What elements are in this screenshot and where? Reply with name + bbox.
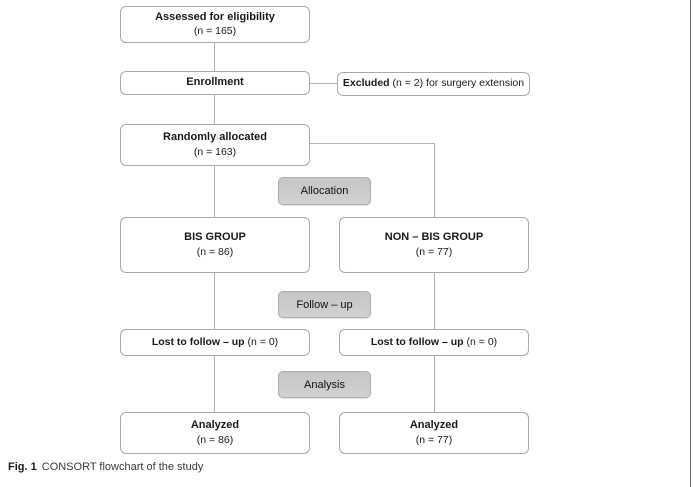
flow-box-assessed: Assessed for eligibility (n = 165) [120, 6, 310, 43]
stage-label-followup: Follow – up [278, 291, 371, 318]
lost-left-text-rest: (n = 0) [244, 335, 279, 348]
assessed-count: (n = 165) [193, 25, 237, 38]
analyzed-right-count: (n = 77) [415, 433, 453, 446]
lost-left-text-bold: Lost to follow – up [151, 335, 245, 348]
bis-group-count: (n = 86) [196, 245, 234, 258]
excluded-text: Excluded (n = 2) for surgery extension [343, 77, 524, 90]
excluded-text-rest: (n = 2) for surgery extension [389, 77, 525, 90]
connector-randomized-to-bis [214, 166, 215, 217]
analyzed-left-title: Analyzed [190, 419, 240, 432]
flow-box-excluded: Excluded (n = 2) for surgery extension [337, 72, 530, 96]
analyzed-left-count: (n = 86) [196, 433, 234, 446]
flow-box-lost-left: Lost to follow – up (n = 0) [120, 329, 310, 356]
assessed-title: Assessed for eligibility [155, 10, 275, 23]
connector-nonbis-to-lost-right [434, 273, 435, 329]
figure-caption: Fig. 1 CONSORT flowchart of the study [8, 461, 203, 473]
connector-lost-right-to-analyzed-right [434, 356, 435, 412]
randomized-title: Randomly allocated [163, 131, 267, 144]
connector-randomized-to-nonbis [434, 143, 435, 217]
connector-assessed-to-enrollment [214, 43, 215, 71]
flow-box-non-bis-group: NON – BIS GROUP (n = 77) [339, 217, 529, 273]
flow-box-enrollment: Enrollment [120, 71, 310, 95]
stage-label-analysis: Analysis [278, 371, 371, 398]
excluded-text-bold: Excluded [342, 77, 390, 90]
enrollment-title: Enrollment [186, 76, 244, 89]
lost-right-text-bold: Lost to follow – up [370, 335, 464, 348]
analyzed-right-title: Analyzed [409, 419, 459, 432]
non-bis-group-title: NON – BIS GROUP [384, 231, 484, 244]
flow-box-lost-right: Lost to follow – up (n = 0) [339, 329, 529, 356]
lost-right-text-rest: (n = 0) [463, 335, 498, 348]
flow-box-bis-group: BIS GROUP (n = 86) [120, 217, 310, 273]
connector-randomized-branch-horizontal [310, 143, 434, 144]
connector-lost-left-to-analyzed-left [214, 356, 215, 412]
bis-group-title: BIS GROUP [184, 231, 246, 244]
connector-bis-to-lost-left [214, 273, 215, 329]
figure-caption-text: CONSORT flowchart of the study [41, 461, 204, 473]
flow-box-analyzed-left: Analyzed (n = 86) [120, 412, 310, 454]
figure-caption-label: Fig. 1 [8, 461, 37, 473]
randomized-count: (n = 163) [193, 145, 237, 158]
stage-label-allocation: Allocation [278, 177, 371, 205]
lost-left-text: Lost to follow – up (n = 0) [152, 336, 278, 349]
connector-enrollment-to-randomized [214, 95, 215, 124]
flow-box-randomized: Randomly allocated (n = 163) [120, 124, 310, 166]
lost-right-text: Lost to follow – up (n = 0) [371, 336, 497, 349]
page-edge-divider [690, 0, 691, 487]
flow-box-analyzed-right: Analyzed (n = 77) [339, 412, 529, 454]
non-bis-group-count: (n = 77) [415, 245, 453, 258]
connector-enrollment-to-excluded [310, 83, 337, 84]
